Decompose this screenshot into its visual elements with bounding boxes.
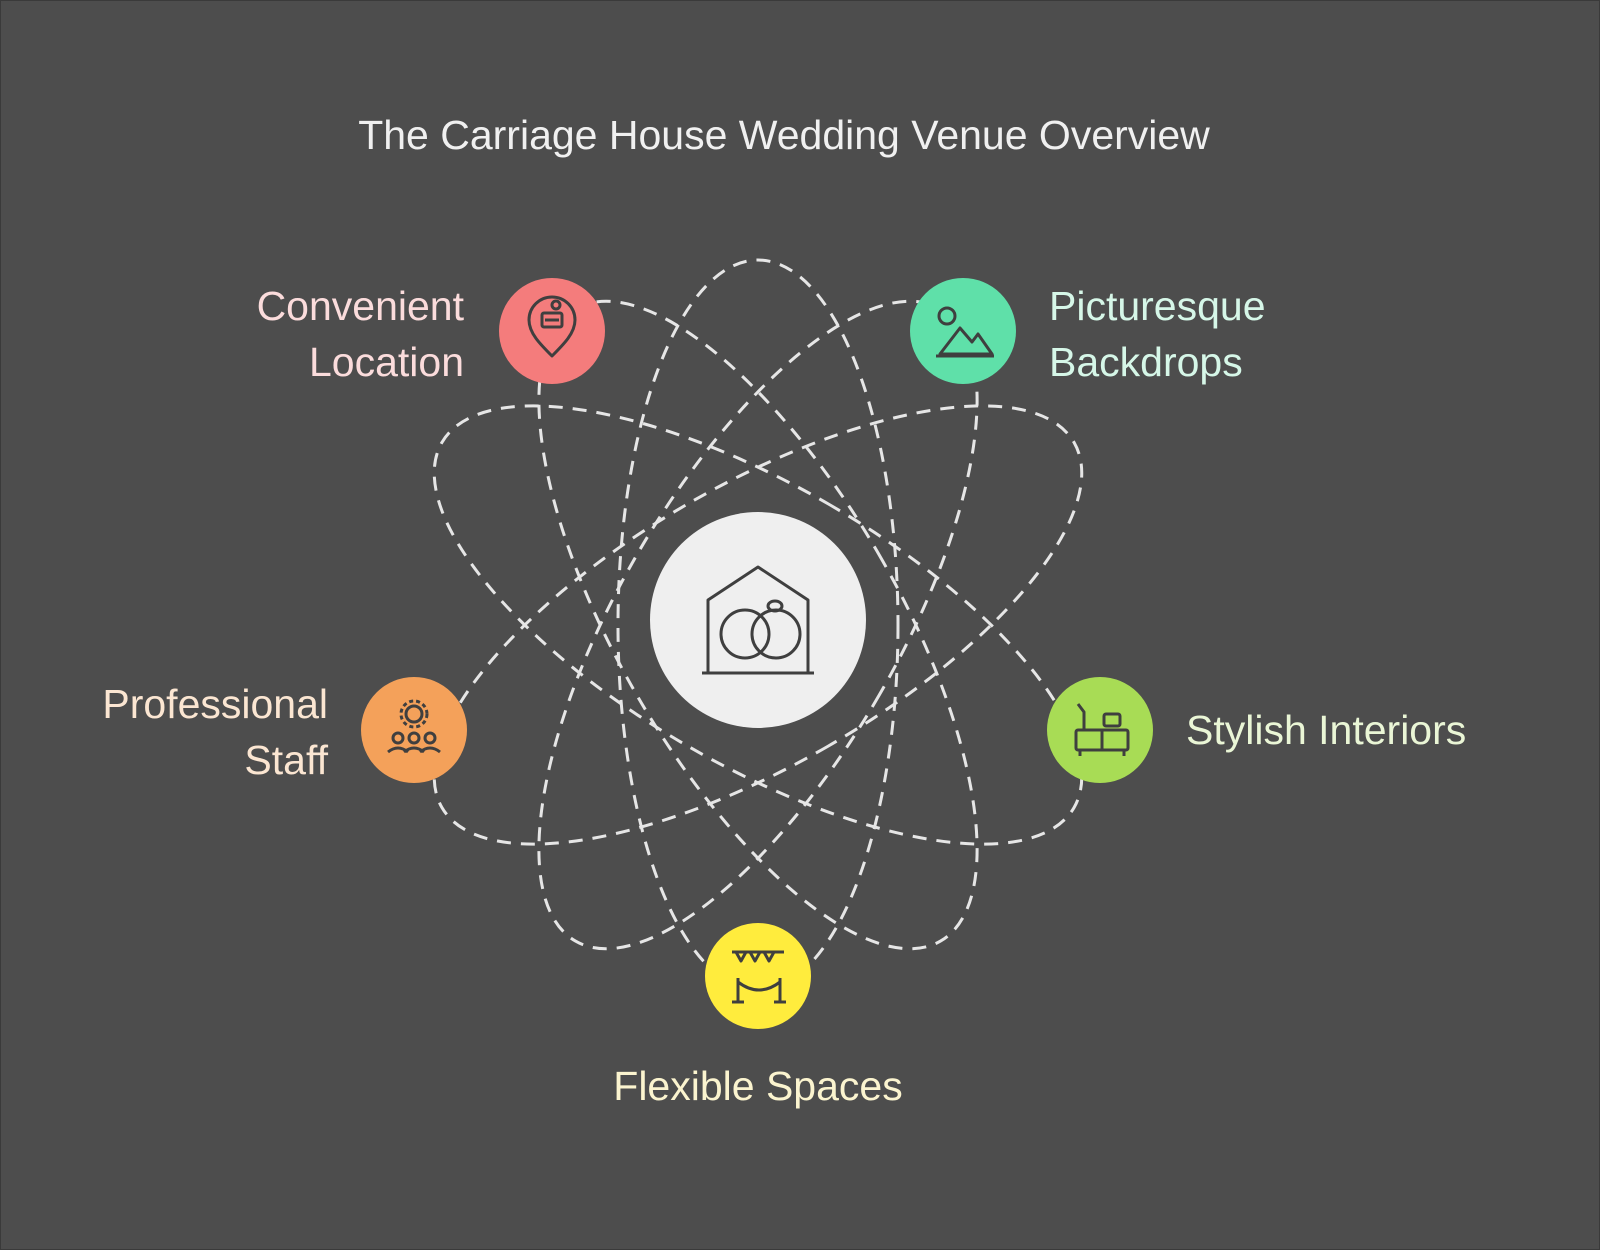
bunting-stanchions-icon — [732, 950, 786, 1004]
node-circle — [705, 923, 811, 1029]
center-hub — [650, 512, 866, 728]
label-line: Staff — [244, 737, 328, 783]
landscape-image-icon — [936, 306, 994, 358]
node-flexible-spaces[interactable] — [705, 923, 811, 1029]
label-line: Professional — [102, 681, 328, 727]
staff-gear-icon — [387, 699, 441, 754]
label-line: Stylish Interiors — [1186, 707, 1467, 753]
diagram-title: The Carriage House Wedding Venue Overvie… — [358, 112, 1210, 158]
label-professional-staff: Professional Staff — [60, 676, 328, 788]
location-pin-car-icon — [527, 295, 577, 358]
node-professional-staff[interactable] — [361, 677, 467, 783]
label-line: Convenient — [256, 283, 464, 329]
label-line: Location — [308, 339, 464, 385]
label-flexible-spaces: Flexible Spaces — [558, 1058, 958, 1114]
node-picturesque-backdrops[interactable] — [910, 278, 1016, 384]
label-convenient-location: Convenient Location — [232, 278, 464, 390]
node-circle — [499, 278, 605, 384]
orbit-flat-right — [432, 404, 1084, 846]
label-line: Flexible Spaces — [613, 1063, 903, 1109]
label-line: Backdrops — [1049, 339, 1243, 385]
label-picturesque-backdrops: Picturesque Backdrops — [1049, 278, 1266, 390]
node-convenient-location[interactable] — [499, 278, 605, 384]
label-stylish-interiors: Stylish Interiors — [1186, 702, 1466, 758]
furniture-lamp-icon — [1074, 703, 1130, 756]
house-rings-icon — [702, 565, 814, 675]
label-line: Picturesque — [1049, 283, 1266, 329]
orbit-flat-left — [432, 404, 1084, 846]
node-circle — [361, 677, 467, 783]
node-stylish-interiors[interactable] — [1047, 677, 1153, 783]
